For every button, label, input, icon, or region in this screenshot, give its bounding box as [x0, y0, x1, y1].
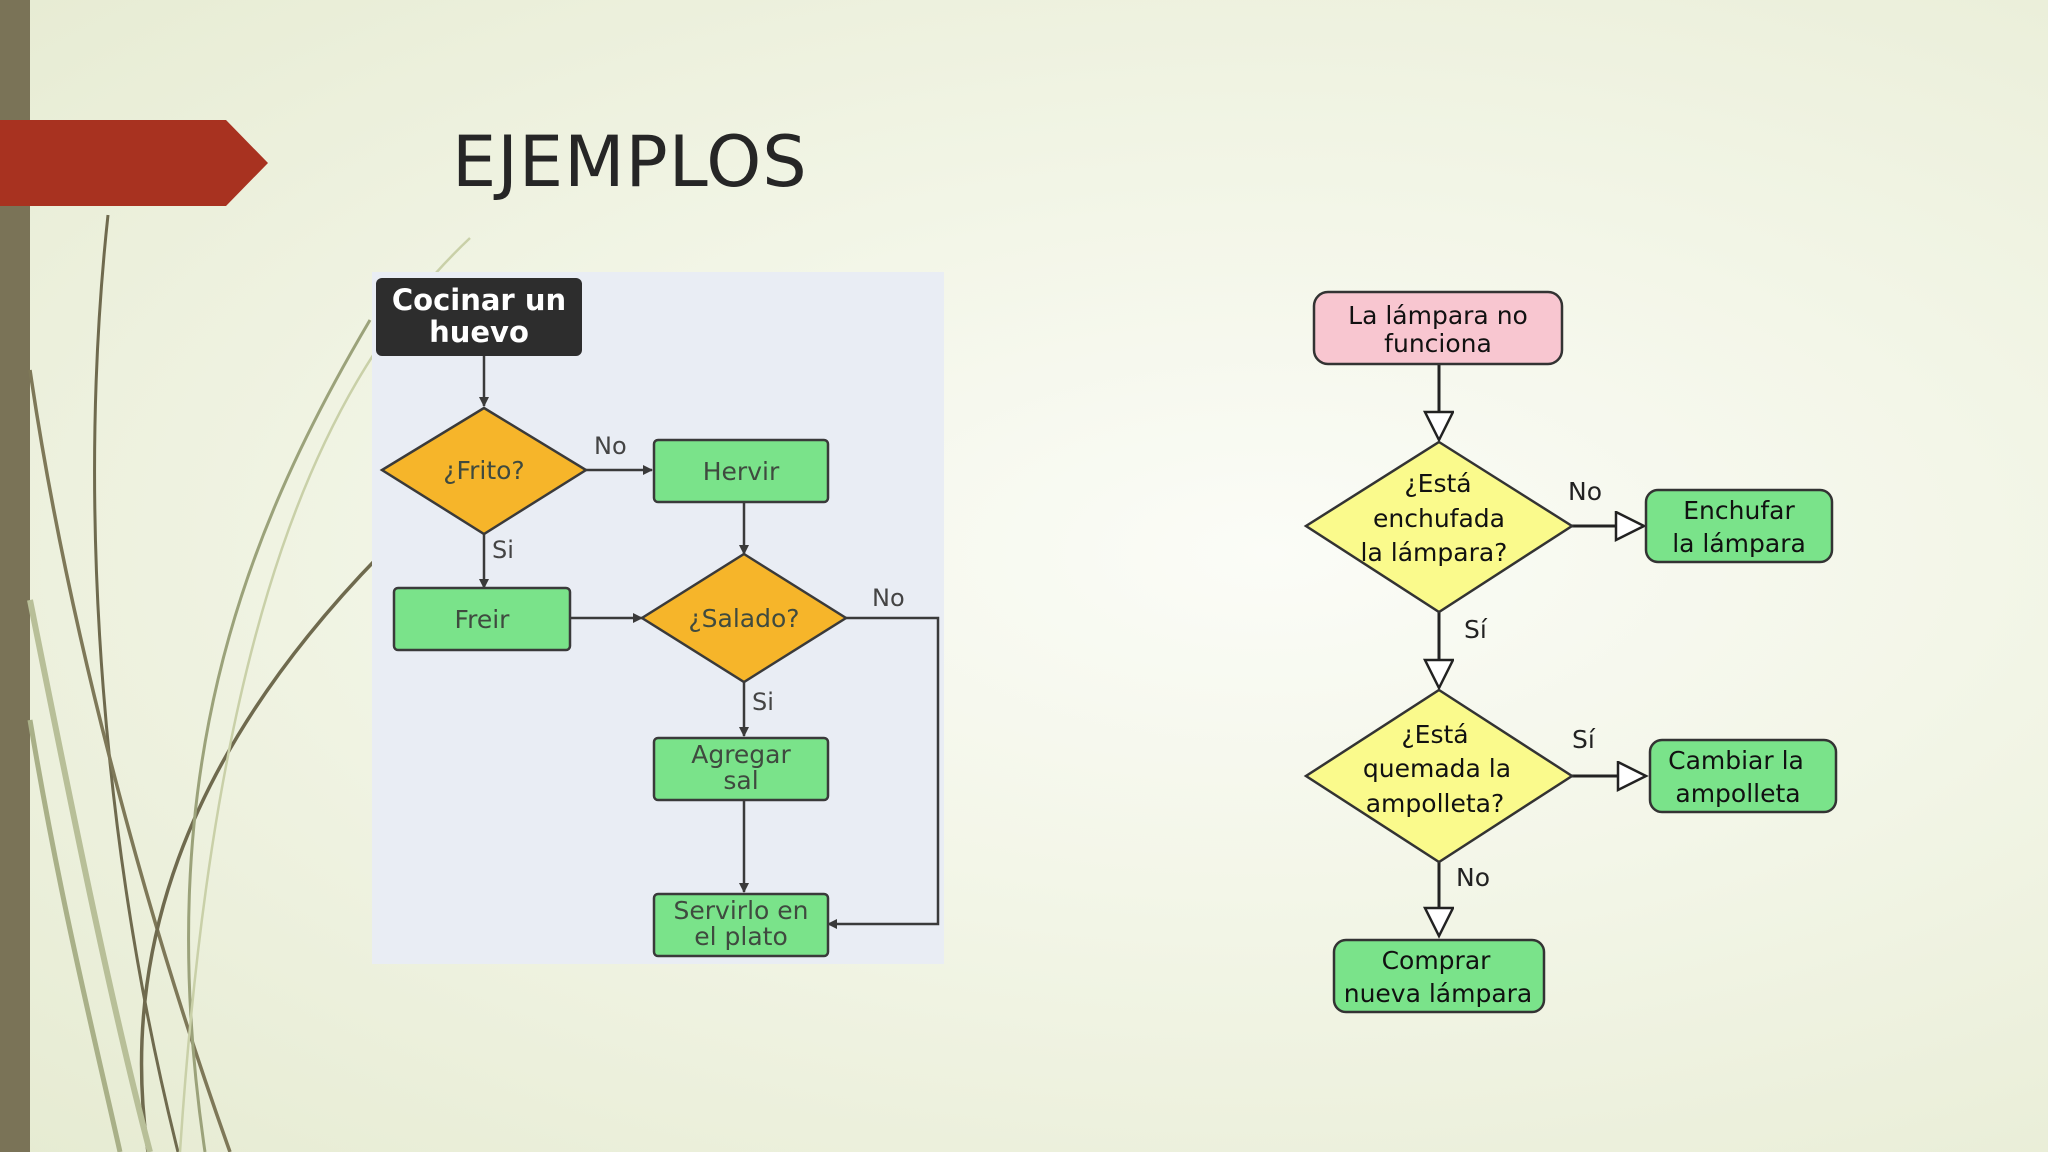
egg-label-yes-fried: Si	[492, 536, 514, 564]
egg-action-add-salt: Agregar sal	[652, 736, 830, 802]
egg-decision-fried-text: ¿Frito?	[443, 456, 524, 485]
lamp-start-node: La lámpara no funciona	[1312, 290, 1564, 366]
lamp-label-yes-plugged: Sí	[1464, 615, 1488, 644]
egg-action-serve-line-2: el plato	[694, 922, 788, 951]
lamp-action-change-bulb: Cambiar la ampolleta	[1648, 738, 1838, 814]
lamp-action-change-bulb-line-1: Cambiar la	[1668, 746, 1804, 775]
egg-action-boil: Hervir	[652, 438, 830, 504]
slide-title: EJEMPLOS	[452, 121, 808, 203]
lamp-action-change-bulb-line-2: ampolleta	[1675, 779, 1800, 808]
lamp-label-yes-burnt: Sí	[1572, 725, 1596, 754]
egg-decision-salted: ¿Salado?	[639, 552, 849, 684]
egg-start-node: Cocinar un huevo	[376, 278, 582, 356]
egg-decision-fried: ¿Frito?	[379, 406, 589, 536]
lamp-action-plug-line-2: la lámpara	[1672, 529, 1806, 558]
lamp-start-line-2: funciona	[1384, 329, 1492, 358]
lamp-action-buy-line-1: Comprar	[1382, 946, 1492, 975]
egg-flowchart: Cocinar un huevo ¿Frito? Hervir Freir ¿S…	[372, 272, 944, 964]
lamp-decision-burnt-line-3: ampolleta?	[1366, 789, 1505, 818]
lamp-action-buy-line-2: nueva lámpara	[1344, 979, 1533, 1008]
egg-label-yes-salted: Si	[752, 688, 774, 716]
lamp-decision-plugged-line-1: ¿Está	[1404, 469, 1471, 498]
lamp-label-no-plugged: No	[1568, 477, 1602, 506]
lamp-connectors	[1439, 362, 1646, 936]
lamp-action-buy: Comprar nueva lámpara	[1332, 938, 1546, 1014]
lamp-action-plug: Enchufar la lámpara	[1644, 488, 1834, 564]
lamp-label-no-burnt: No	[1456, 863, 1490, 892]
lamp-decision-plugged-line-3: la lámpara?	[1361, 538, 1508, 567]
egg-action-add-salt-line-1: Agregar	[691, 740, 791, 769]
lamp-decision-burnt: ¿Está quemada la ampolleta?	[1303, 688, 1575, 864]
egg-decision-salted-text: ¿Salado?	[688, 604, 799, 633]
lamp-action-plug-line-1: Enchufar	[1683, 496, 1795, 525]
edge-salted-no-to-serve	[827, 616, 940, 929]
egg-action-serve: Servirlo en el plato	[652, 892, 830, 958]
lamp-decision-plugged-line-2: enchufada	[1373, 504, 1505, 533]
egg-action-fry-text: Freir	[455, 605, 511, 634]
decorative-grass-curves	[27, 214, 471, 1152]
egg-start-line-1: Cocinar un	[392, 283, 566, 317]
lamp-decision-burnt-line-1: ¿Está	[1401, 720, 1468, 749]
egg-action-add-salt-line-2: sal	[723, 766, 758, 795]
egg-action-fry: Freir	[392, 586, 572, 652]
egg-connectors	[479, 356, 940, 929]
egg-action-boil-text: Hervir	[703, 457, 780, 486]
egg-action-serve-line-1: Servirlo en	[674, 896, 809, 925]
title-accent-arrow	[0, 120, 268, 206]
lamp-decision-plugged: ¿Está enchufada la lámpara?	[1303, 440, 1575, 614]
lamp-flowchart: La lámpara no funciona ¿Está enchufada l…	[1303, 290, 1838, 1014]
lamp-start-line-1: La lámpara no	[1348, 301, 1528, 330]
egg-label-no-salted: No	[872, 584, 905, 612]
egg-start-line-2: huevo	[429, 315, 529, 349]
egg-label-no-fried: No	[594, 432, 627, 460]
lamp-decision-burnt-line-2: quemada la	[1363, 754, 1511, 783]
